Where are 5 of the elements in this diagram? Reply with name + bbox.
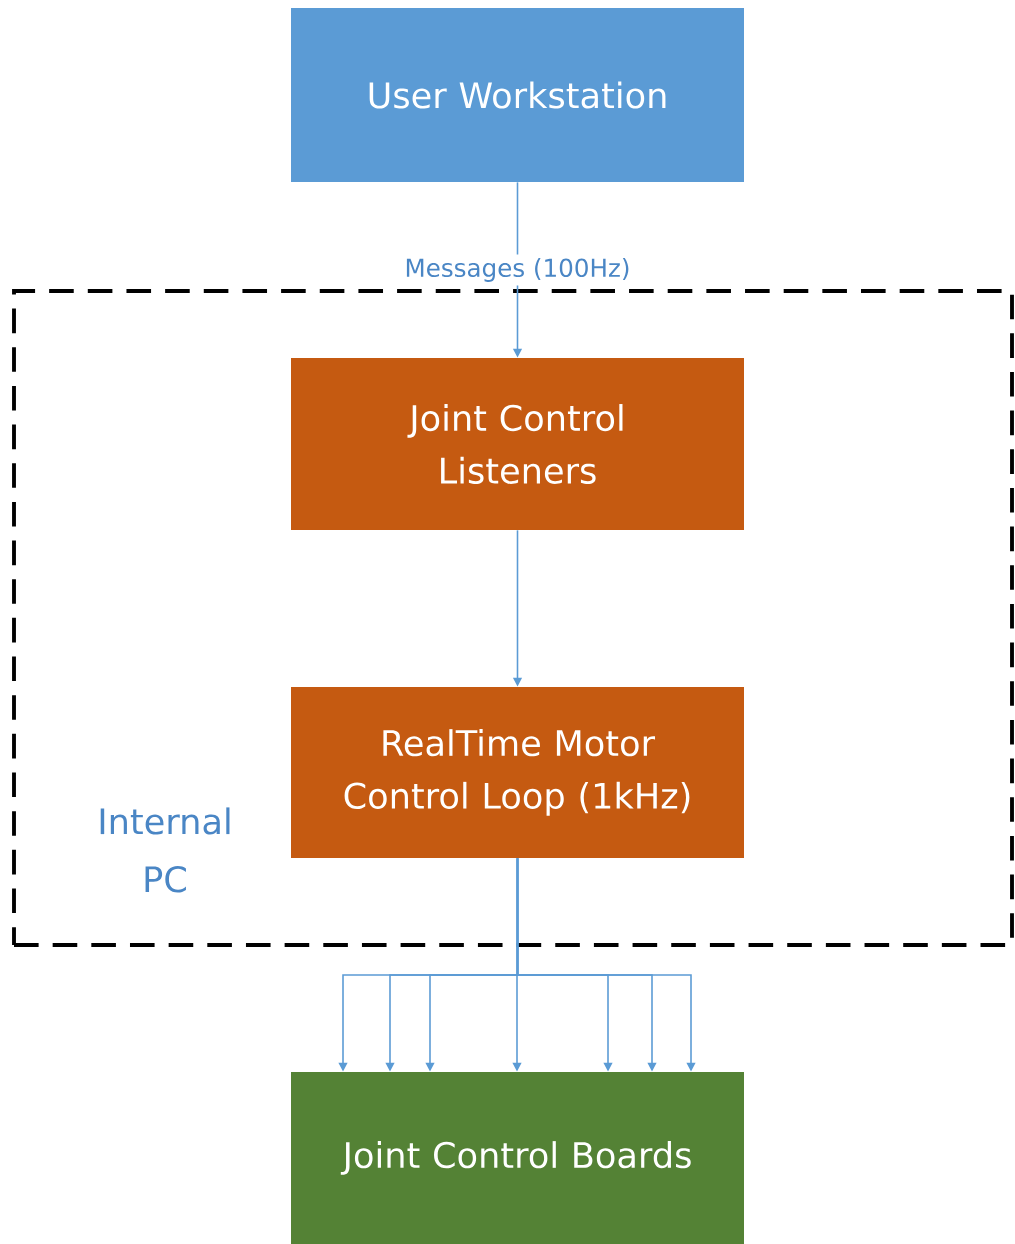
- edge-label: Messages (100Hz): [400, 254, 635, 286]
- process-box: RealTime Motor Control Loop (1kHz): [291, 687, 744, 858]
- process-box: Joint Control Boards: [291, 1072, 744, 1244]
- process-box: Joint Control Listeners: [291, 358, 744, 530]
- process-box: User Workstation: [291, 8, 744, 182]
